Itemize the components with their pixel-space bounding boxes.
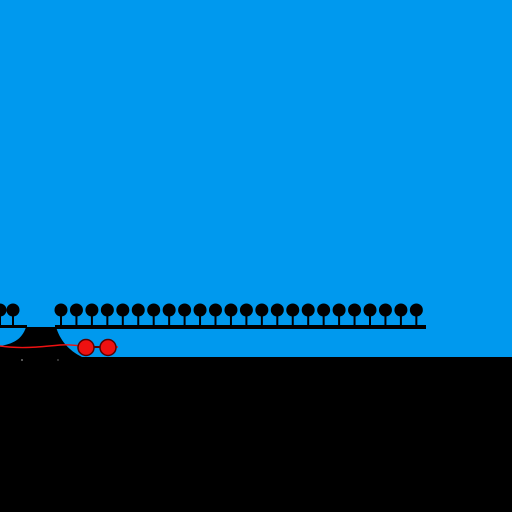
- tree-crown: [209, 303, 222, 317]
- tree-trunk: [137, 311, 140, 327]
- hill-mound: [0, 327, 82, 357]
- tree-crown: [394, 303, 408, 317]
- tree-crown: [301, 303, 315, 317]
- ground-marker: [21, 359, 23, 361]
- tree-crown: [116, 303, 130, 317]
- tree-crown: [100, 303, 114, 317]
- tree-icon: [209, 303, 222, 327]
- tree-crown: [317, 303, 331, 317]
- tree-trunk: [75, 311, 78, 327]
- tree-crown: [363, 303, 377, 317]
- tree-crown: [131, 303, 145, 317]
- tree-icon: [224, 303, 238, 327]
- tree-crown: [286, 303, 300, 317]
- wheel-icon[interactable]: [99, 338, 117, 357]
- tree-crown: [147, 303, 161, 317]
- tree-trunk: [183, 311, 186, 327]
- tree-icon: [348, 303, 362, 327]
- tree-icon: [116, 303, 130, 327]
- tree-trunk: [60, 311, 62, 327]
- tree-crown: [409, 303, 423, 317]
- tree-icon: [178, 303, 192, 327]
- tree-icon: [147, 303, 161, 327]
- tree-trunk: [0, 311, 1, 327]
- tree-icon: [286, 303, 300, 327]
- wheel-icon[interactable]: [77, 338, 95, 357]
- tree-trunk: [291, 311, 294, 327]
- tree-crown: [348, 303, 362, 317]
- tree-icon: [0, 303, 7, 327]
- tree-crown: [378, 303, 392, 317]
- tree-icon: [162, 303, 176, 327]
- tree-trunk: [276, 311, 279, 327]
- tree-trunk: [415, 311, 418, 327]
- tree-crown: [224, 303, 238, 317]
- tree-crown: [193, 303, 207, 317]
- tree-row: [0, 303, 423, 327]
- tree-icon: [100, 303, 114, 327]
- tree-crown: [6, 303, 20, 317]
- tree-trunk: [214, 311, 217, 327]
- tree-trunk: [90, 311, 93, 327]
- tree-icon: [409, 303, 423, 327]
- tree-trunk: [229, 311, 232, 327]
- tree-icon: [131, 303, 145, 327]
- ground-marker: [57, 359, 59, 361]
- tree-crown: [0, 303, 7, 317]
- tree-icon: [69, 303, 83, 327]
- tree-trunk: [168, 311, 171, 327]
- tree-trunk: [369, 311, 371, 327]
- tree-icon: [363, 303, 377, 327]
- tree-icon: [270, 303, 284, 327]
- track-ledge-left: [0, 325, 27, 328]
- tree-trunk: [338, 311, 341, 327]
- tree-trunk: [322, 311, 325, 327]
- tree-icon: [378, 303, 392, 327]
- tree-crown: [239, 303, 253, 317]
- tree-crown: [162, 303, 176, 317]
- tree-icon: [394, 303, 408, 327]
- terrain: [0, 325, 512, 512]
- tree-icon: [255, 303, 269, 327]
- tree-trunk: [199, 311, 202, 327]
- tree-trunk: [384, 311, 387, 327]
- tree-trunk: [152, 311, 155, 327]
- tree-crown: [54, 303, 68, 317]
- tree-icon: [193, 303, 207, 327]
- tree-trunk: [121, 311, 124, 327]
- tree-trunk: [12, 311, 14, 327]
- tree-icon: [332, 303, 346, 327]
- tree-icon: [54, 303, 68, 327]
- ground-block: [0, 357, 512, 512]
- tree-crown: [255, 303, 269, 317]
- tree-trunk: [399, 311, 402, 327]
- tree-trunk: [106, 311, 109, 327]
- tree-icon: [317, 303, 331, 327]
- tree-trunk: [260, 311, 263, 327]
- tree-crown: [332, 303, 346, 317]
- tree-trunk: [353, 311, 356, 327]
- tree-icon: [85, 303, 99, 327]
- tree-crown: [69, 303, 83, 317]
- tree-trunk: [307, 311, 310, 327]
- track-ledge: [55, 325, 426, 329]
- tree-icon: [6, 303, 20, 327]
- tree-crown: [85, 303, 99, 317]
- tree-icon: [239, 303, 253, 327]
- tree-icon: [301, 303, 315, 327]
- tree-crown: [178, 303, 192, 317]
- player-vehicle[interactable]: [0, 338, 118, 357]
- tree-trunk: [245, 311, 248, 327]
- tree-crown: [270, 303, 284, 317]
